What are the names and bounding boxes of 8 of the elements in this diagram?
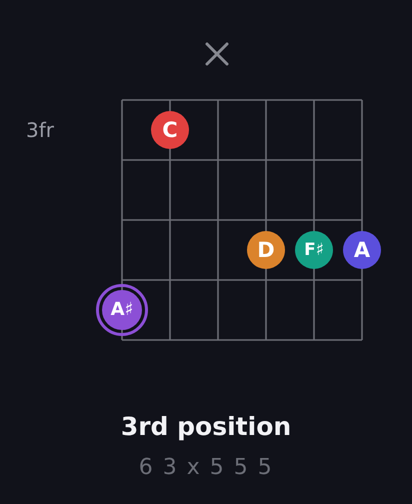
title: 3rd position	[120, 414, 292, 439]
note-marker: D	[247, 231, 285, 269]
note-marker: F♯	[295, 231, 333, 269]
note-marker: A	[343, 231, 381, 269]
fret-number: 3fr	[26, 120, 54, 140]
root-note-marker: A♯	[96, 284, 148, 336]
note-marker: C	[151, 111, 189, 149]
fingering-text: 6 3 x 5 5 5	[138, 457, 274, 479]
